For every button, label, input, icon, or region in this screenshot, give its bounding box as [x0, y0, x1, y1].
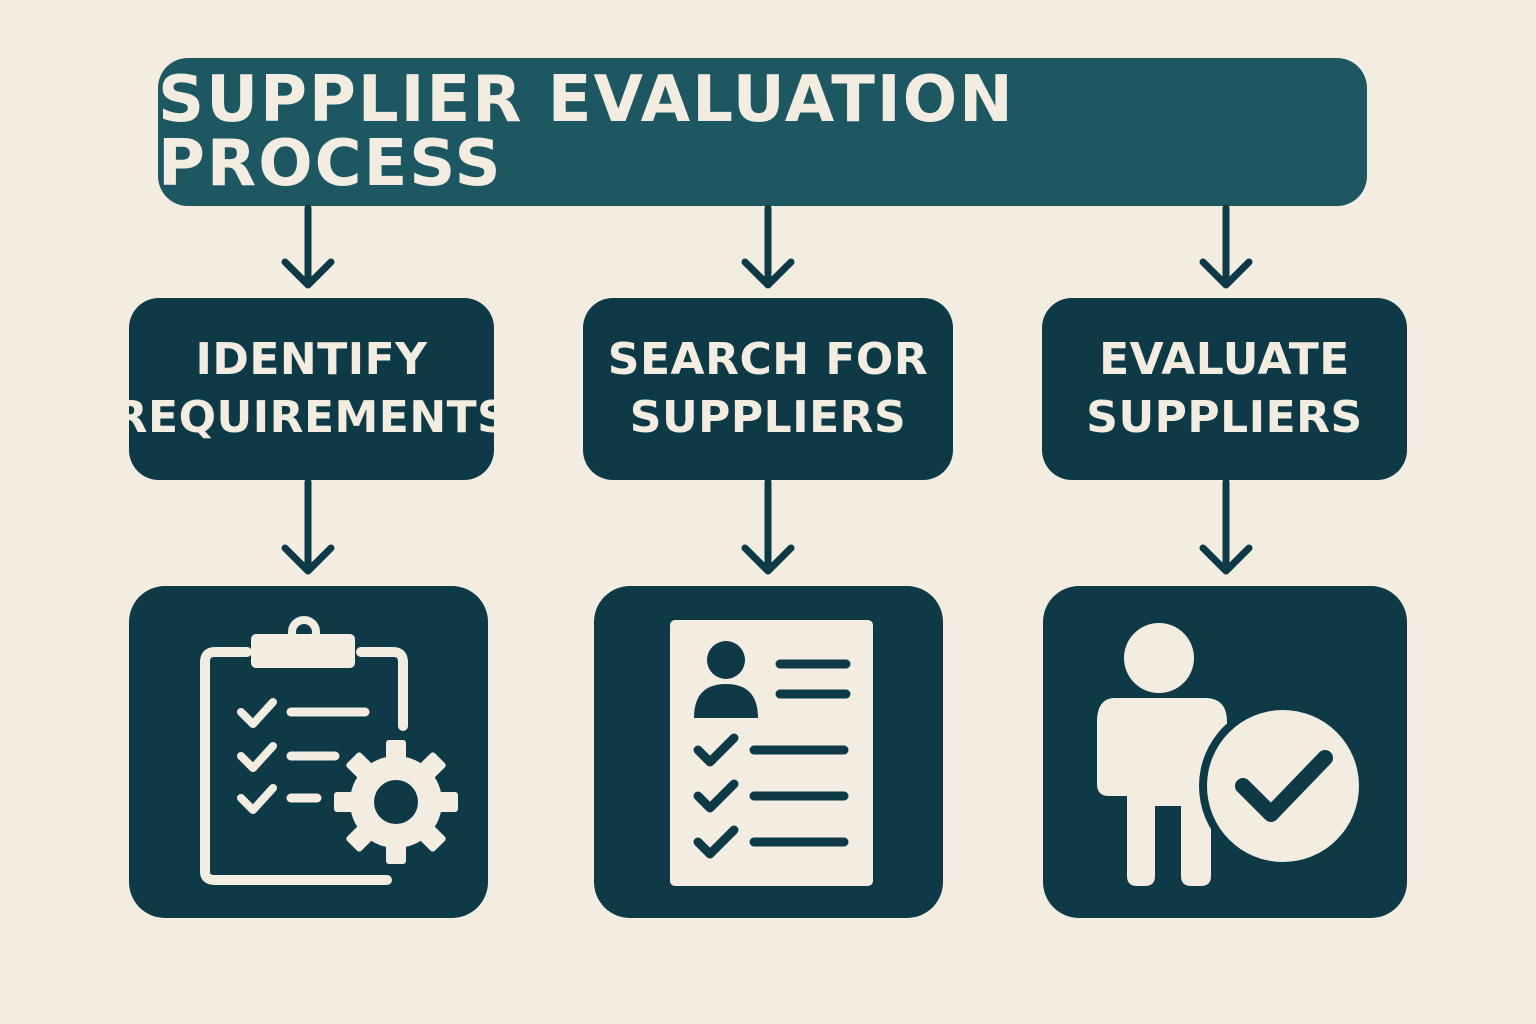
arrow-identify-to-icon: [281, 478, 335, 575]
step-identify-requirements: IDENTIFY REQUIREMENTS: [114, 298, 509, 480]
step-label: SEARCH FOR SUPPLIERS: [607, 334, 929, 443]
step-evaluate-suppliers: EVALUATE SUPPLIERS: [1042, 298, 1407, 480]
step-label: EVALUATE SUPPLIERS: [1086, 334, 1363, 443]
arrow-title-to-evaluate: [1199, 204, 1253, 289]
step-label: IDENTIFY REQUIREMENTS: [113, 334, 510, 443]
person-check-icon: [1097, 623, 1367, 886]
title-box: SUPPLIER EVALUATION PROCESS: [158, 58, 1367, 206]
arrow-search-to-icon: [741, 478, 795, 575]
arrow-title-to-search: [741, 204, 795, 289]
arrow-title-to-identify: [281, 204, 335, 289]
icon-box-search: [594, 586, 943, 918]
supplier-profile-list-icon: [670, 620, 873, 886]
step-search-for-suppliers: SEARCH FOR SUPPLIERS: [583, 298, 953, 480]
diagram-title: SUPPLIER EVALUATION PROCESS: [158, 63, 1015, 201]
arrow-evaluate-to-icon: [1199, 478, 1253, 575]
clipboard-gear-icon: [200, 616, 458, 885]
icon-box-identify: [129, 586, 488, 918]
icon-box-evaluate: [1043, 586, 1407, 918]
